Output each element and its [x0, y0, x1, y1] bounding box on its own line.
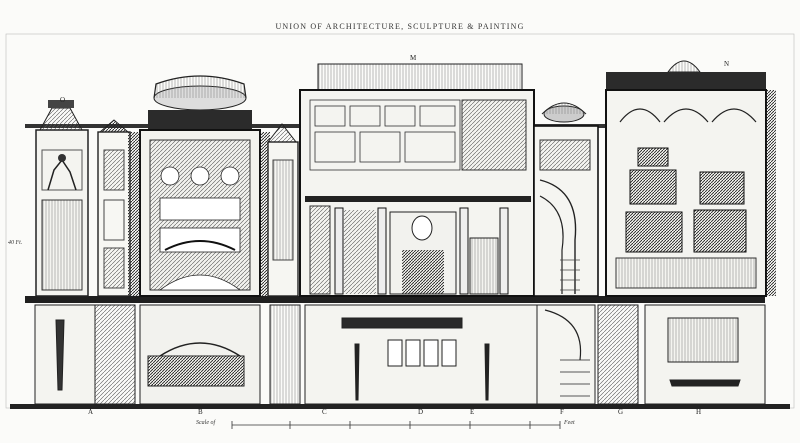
- section-letter-m: M: [410, 54, 417, 62]
- ground-line: [10, 404, 790, 409]
- stair-bay: [533, 102, 599, 297]
- floor-slab: [25, 296, 765, 303]
- section-letter-n: N: [724, 60, 730, 68]
- floor-letter-f: F: [560, 408, 564, 416]
- dome-hall: [139, 75, 261, 297]
- floor-letter-a: A: [88, 408, 94, 416]
- floor-letter-e: E: [470, 408, 475, 416]
- section-letter-o: O: [60, 96, 66, 104]
- gallery-m: [299, 63, 535, 297]
- lower-level: [34, 304, 766, 405]
- scale-unit: Feet: [564, 420, 575, 426]
- picture-room-n: [605, 60, 767, 297]
- tower-middle: [266, 123, 299, 297]
- scale-label: Scale of: [196, 420, 216, 426]
- tower-o: [35, 100, 89, 297]
- floor-letter-b: B: [198, 408, 203, 416]
- floor-letter-g: G: [618, 408, 624, 416]
- floor-letter-c: C: [322, 408, 327, 416]
- floor-letter-h: H: [696, 408, 702, 416]
- floor-letter-d: D: [418, 408, 424, 416]
- left-bay: [97, 119, 131, 297]
- height-label: 40 Ft.: [8, 240, 23, 246]
- plate-title: UNION OF ARCHITECTURE, SCULPTURE & PAINT…: [275, 22, 525, 31]
- scale-bar: [231, 421, 561, 429]
